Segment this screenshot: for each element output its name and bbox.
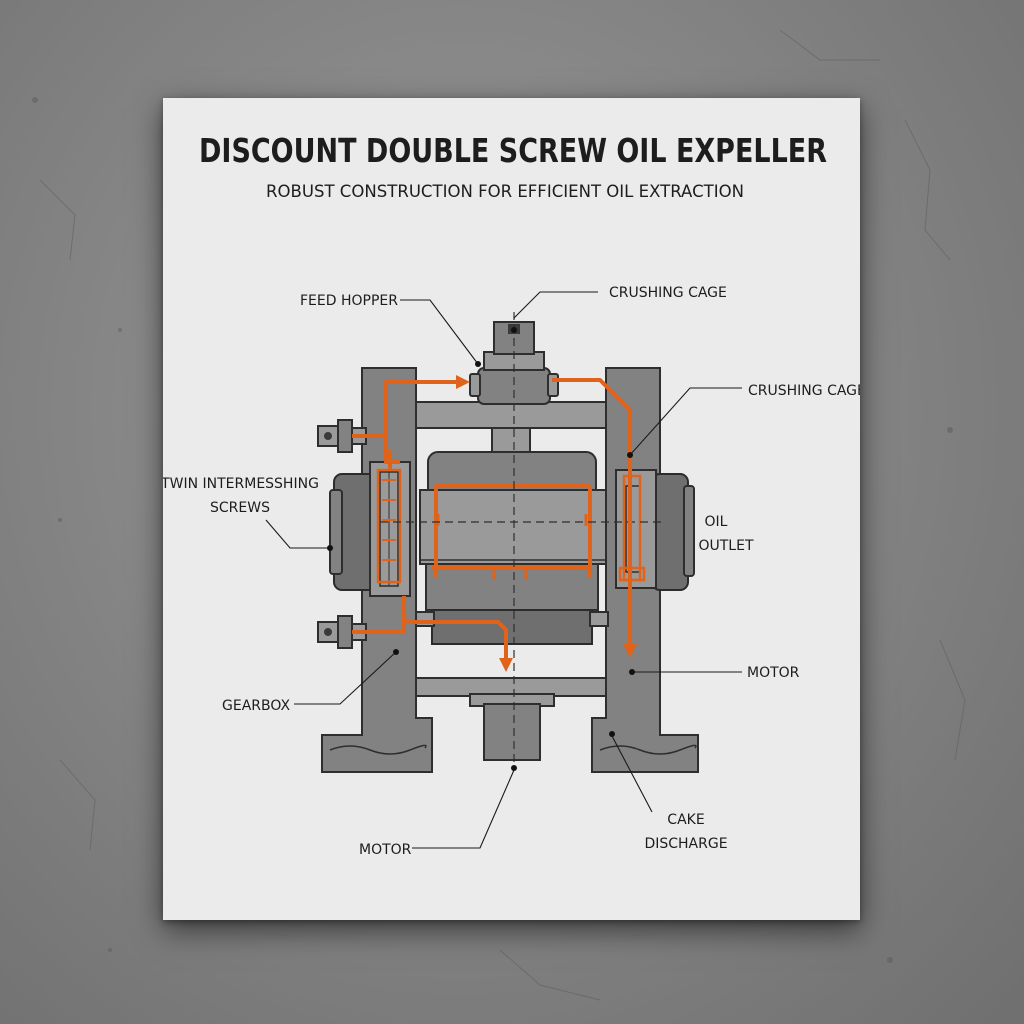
expeller-machine xyxy=(317,312,699,773)
feed-hopper xyxy=(477,367,551,405)
right-discharge-flow xyxy=(552,378,632,646)
label-motor-right: MOTOR xyxy=(747,665,800,681)
label-crushing-cage-right: CRUSHING CAGE xyxy=(748,383,860,399)
label-motor-bottom: MOTOR xyxy=(359,842,412,858)
label-twin-screws-line2: SCREWS xyxy=(210,500,270,516)
right-bearing-block xyxy=(615,469,657,589)
left-gear-assembly xyxy=(369,461,411,597)
screw-barrel xyxy=(419,489,607,565)
label-oil-outlet-line2: OUTLET xyxy=(698,538,753,554)
oil-outlet-flow xyxy=(402,596,508,660)
bottom-motor-mount xyxy=(483,703,541,761)
expeller-diagram: DISCOUNT DOUBLE SCREW OIL EXPELLER ROBUS… xyxy=(163,131,860,858)
lower-side-bolt xyxy=(317,615,367,649)
poster-subtitle: ROBUST CONSTRUCTION FOR EFFICIENT OIL EX… xyxy=(266,182,744,202)
oil-collection-tray xyxy=(431,609,593,645)
feed-flow-path xyxy=(352,380,460,438)
barrel-lower xyxy=(425,563,599,611)
upper-frame-beam xyxy=(409,401,611,429)
label-feed-hopper: FEED HOPPER xyxy=(300,293,398,309)
poster-title: DISCOUNT DOUBLE SCREW OIL EXPELLER xyxy=(199,131,827,170)
label-oil-outlet-line1: OIL xyxy=(705,514,728,530)
right-flywheel xyxy=(651,473,689,591)
label-twin-screws-line1: TWIN INTERMESSHING xyxy=(163,476,319,492)
label-gearbox: GEARBOX xyxy=(222,698,290,714)
label-crushing-cage-top: CRUSHING CAGE xyxy=(609,285,727,301)
diagram-poster: DISCOUNT DOUBLE SCREW OIL EXPELLER ROBUS… xyxy=(163,98,860,920)
label-cake-line1: CAKE xyxy=(667,812,704,828)
label-cake-line2: DISCHARGE xyxy=(644,836,727,852)
